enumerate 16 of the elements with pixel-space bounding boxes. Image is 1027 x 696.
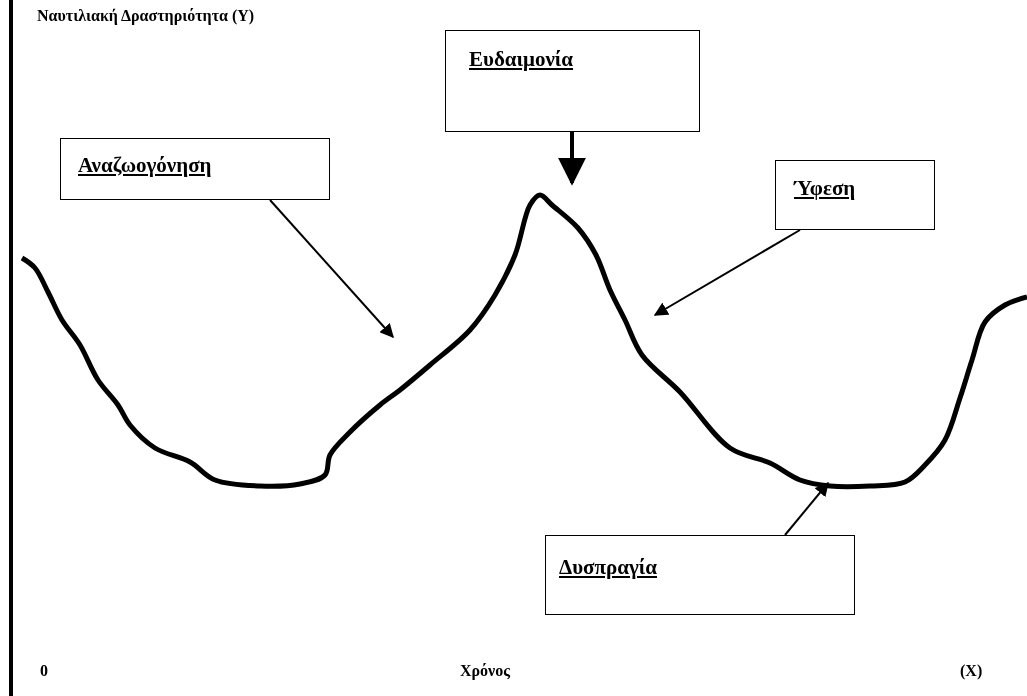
stage-label: Αναζωογόνηση [78,153,212,178]
y-axis-label: Ναυτιλιακή Δραστηριότητα (Y) [37,7,255,25]
x-axis-label: Χρόνος [460,662,510,680]
label-box [545,535,855,615]
x-axis-label: (X) [960,662,983,680]
arrow [784,481,829,536]
stage-label: Ευδαιμονία [469,47,574,72]
stage-label: Ύφεση [794,176,856,201]
arrow [653,229,801,316]
label-box [775,160,935,230]
arrow [269,199,394,339]
label-box [60,138,330,200]
label-box [445,30,700,132]
arrow [558,132,586,186]
origin-label: 0 [40,662,48,680]
stage-label: Δυσπραγία [559,555,657,580]
